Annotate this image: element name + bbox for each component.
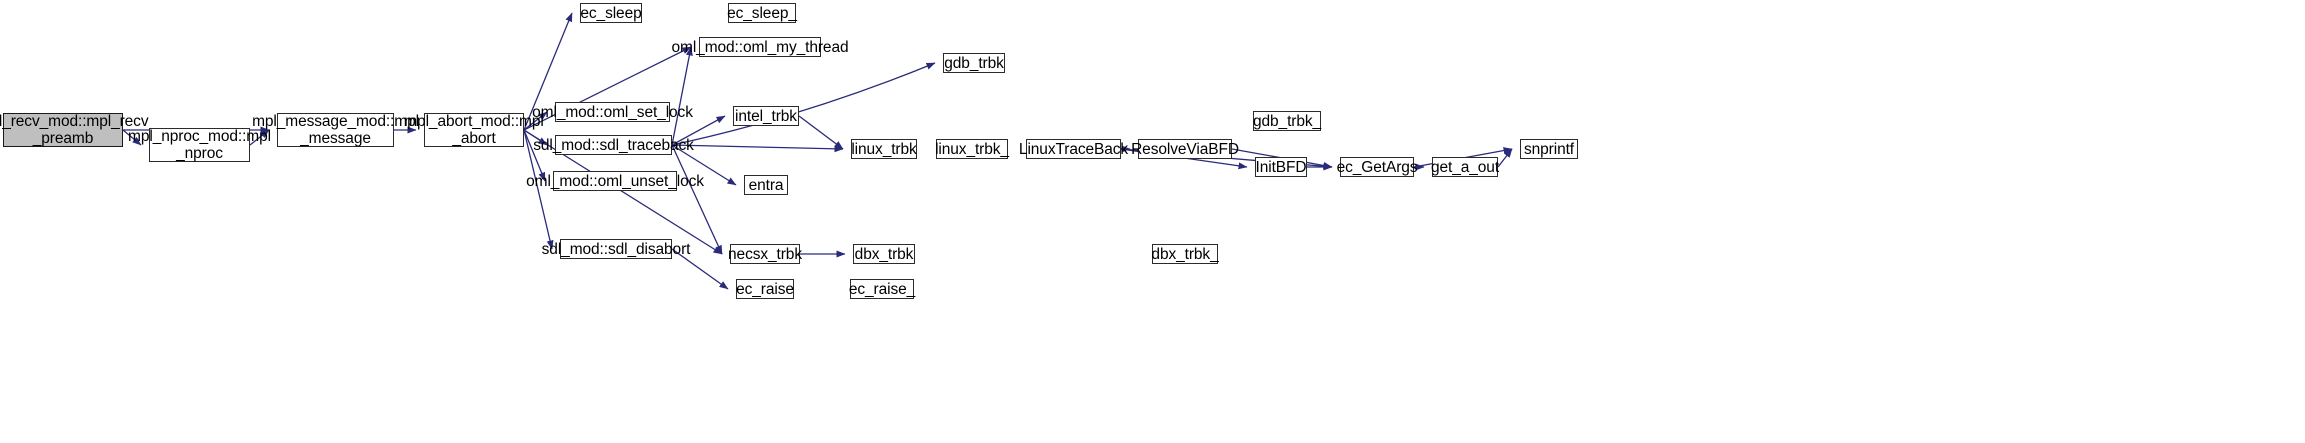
graph-node-gdb_trbk_u[interactable]: gdb_trbk_ [1253,111,1321,131]
graph-node-label: entra [748,176,784,194]
graph-node-label: mpl_recv_mod::mpl_recv _preamb [0,113,149,147]
graph-node-gdb_trbk[interactable]: gdb_trbk [943,53,1005,73]
graph-node-oml_unset_lock[interactable]: oml_mod::oml_unset_lock [526,171,704,191]
graph-edge-sdl_traceback-to-gdb_trbk [671,62,936,146]
graph-node-sdl_traceback[interactable]: sdl_mod::sdl_traceback [533,135,694,155]
graph-node-ec_sleep_u[interactable]: ec_sleep_ [727,3,797,23]
graph-node-ec_raise_u[interactable]: ec_raise_ [848,279,916,299]
graph-node-linux_trbk[interactable]: linux_trbk [851,139,917,159]
graph-node-ResolveViaBFD[interactable]: ResolveViaBFD [1131,139,1239,159]
graph-edge-mpl_abort-to-oml_my_thread [523,46,692,131]
graph-node-label: ec_sleep_ [727,4,797,22]
graph-edge-sdl_traceback-to-intel_trbk [671,115,726,146]
graph-node-label: ec_sleep [580,4,642,22]
graph-node-label: gdb_trbk [944,54,1004,72]
graph-node-ec_GetArgs[interactable]: ec_GetArgs [1337,157,1418,177]
graph-node-label: oml_mod::oml_set_lock [532,103,693,121]
graph-node-label: dbx_trbk [854,245,914,263]
graph-edge-sdl_traceback-to-oml_my_thread [671,46,693,146]
graph-node-snprintf[interactable]: snprintf [1520,139,1578,159]
graph-node-label: linux_trbk_ [935,140,1009,158]
graph-node-label: oml_mod::oml_unset_lock [526,172,704,190]
graph-edge-mpl_abort-to-oml_set_lock [523,111,548,131]
graph-edge-mpl_abort-to-ec_sleep [523,12,573,131]
graph-edge-mpl_abort-to-necsx_trbk [523,129,723,255]
graph-node-linux_trbk_u[interactable]: linux_trbk_ [935,139,1009,159]
graph-node-label: mpl_abort_mod::mpl _abort [404,113,544,147]
graph-node-label: get_a_out [1430,158,1500,176]
graph-node-label: snprintf [1523,140,1575,158]
graph-node-InitBFD[interactable]: InitBFD [1255,157,1307,177]
graph-node-label: necsx_trbk [728,245,802,263]
graph-node-mpl_nproc[interactable]: mpl_nproc_mod::mpl _nproc [128,128,271,162]
graph-node-label: mpl_nproc_mod::mpl _nproc [128,128,271,162]
graph-node-dbx_trbk_u[interactable]: dbx_trbk_ [1151,244,1219,264]
graph-edge-mpl_abort-to-oml_unset_lock [523,129,546,182]
graph-node-label: linux_trbk [851,140,917,158]
graph-node-sdl_disabort[interactable]: sdl_mod::sdl_disabort [542,239,690,259]
graph-node-label: oml_mod::oml_my_thread [671,38,849,56]
graph-node-label: sdl_mod::sdl_disabort [541,240,691,258]
graph-node-ec_raise[interactable]: ec_raise [736,279,794,299]
graph-edge-sdl_traceback-to-necsx_trbk [671,144,723,255]
graph-edge-get_a_out-to-snprintf [1497,148,1513,168]
graph-edge-mpl_recv_preamb-to-mpl_nproc [122,129,142,146]
graph-edge-sdl_traceback-to-entra [671,144,737,186]
graph-node-label: sdl_mod::sdl_traceback [533,136,694,154]
graph-node-label: intel_trbk [735,107,797,125]
graph-node-oml_set_lock[interactable]: oml_mod::oml_set_lock [532,102,693,122]
graph-node-mpl_recv_preamb[interactable]: mpl_recv_mod::mpl_recv _preamb [0,113,149,147]
graph-edge-sdl_traceback-to-linux_trbk [671,144,844,153]
graph-node-dbx_trbk[interactable]: dbx_trbk [853,244,915,264]
graph-node-intel_trbk[interactable]: intel_trbk [733,106,799,126]
graph-node-entra[interactable]: entra [744,175,788,195]
graph-node-mpl_abort[interactable]: mpl_abort_mod::mpl _abort [404,113,544,147]
graph-node-oml_my_thread[interactable]: oml_mod::oml_my_thread [672,37,849,57]
graph-node-label: gdb_trbk_ [1252,112,1322,130]
graph-node-ec_sleep[interactable]: ec_sleep [580,3,642,23]
graph-node-label: LinuxTraceBack [1018,140,1129,158]
graph-edge-mpl_nproc-to-mpl_message [249,129,270,146]
graph-node-label: InitBFD [1255,158,1307,176]
graph-node-LinuxTraceBack[interactable]: LinuxTraceBack [1019,139,1128,159]
graph-node-label: ec_raise_ [848,280,916,298]
graph-node-label: ec_GetArgs [1336,158,1418,176]
graph-edge-intel_trbk-to-linux_trbk [798,115,844,150]
graph-edge-sdl_disabort-to-ec_raise [671,248,729,290]
graph-node-label: ec_raise [736,280,794,298]
graph-node-get_a_out[interactable]: get_a_out [1430,157,1500,177]
graph-node-label: ResolveViaBFD [1131,140,1239,158]
graph-node-necsx_trbk[interactable]: necsx_trbk [728,244,802,264]
graph-edge-mpl_abort-to-sdl_disabort [523,129,554,250]
graph-node-mpl_message[interactable]: mpl_message_mod::mpl _message [252,113,419,147]
graph-node-label: dbx_trbk_ [1151,245,1219,263]
graph-node-label: mpl_message_mod::mpl _message [252,113,419,147]
